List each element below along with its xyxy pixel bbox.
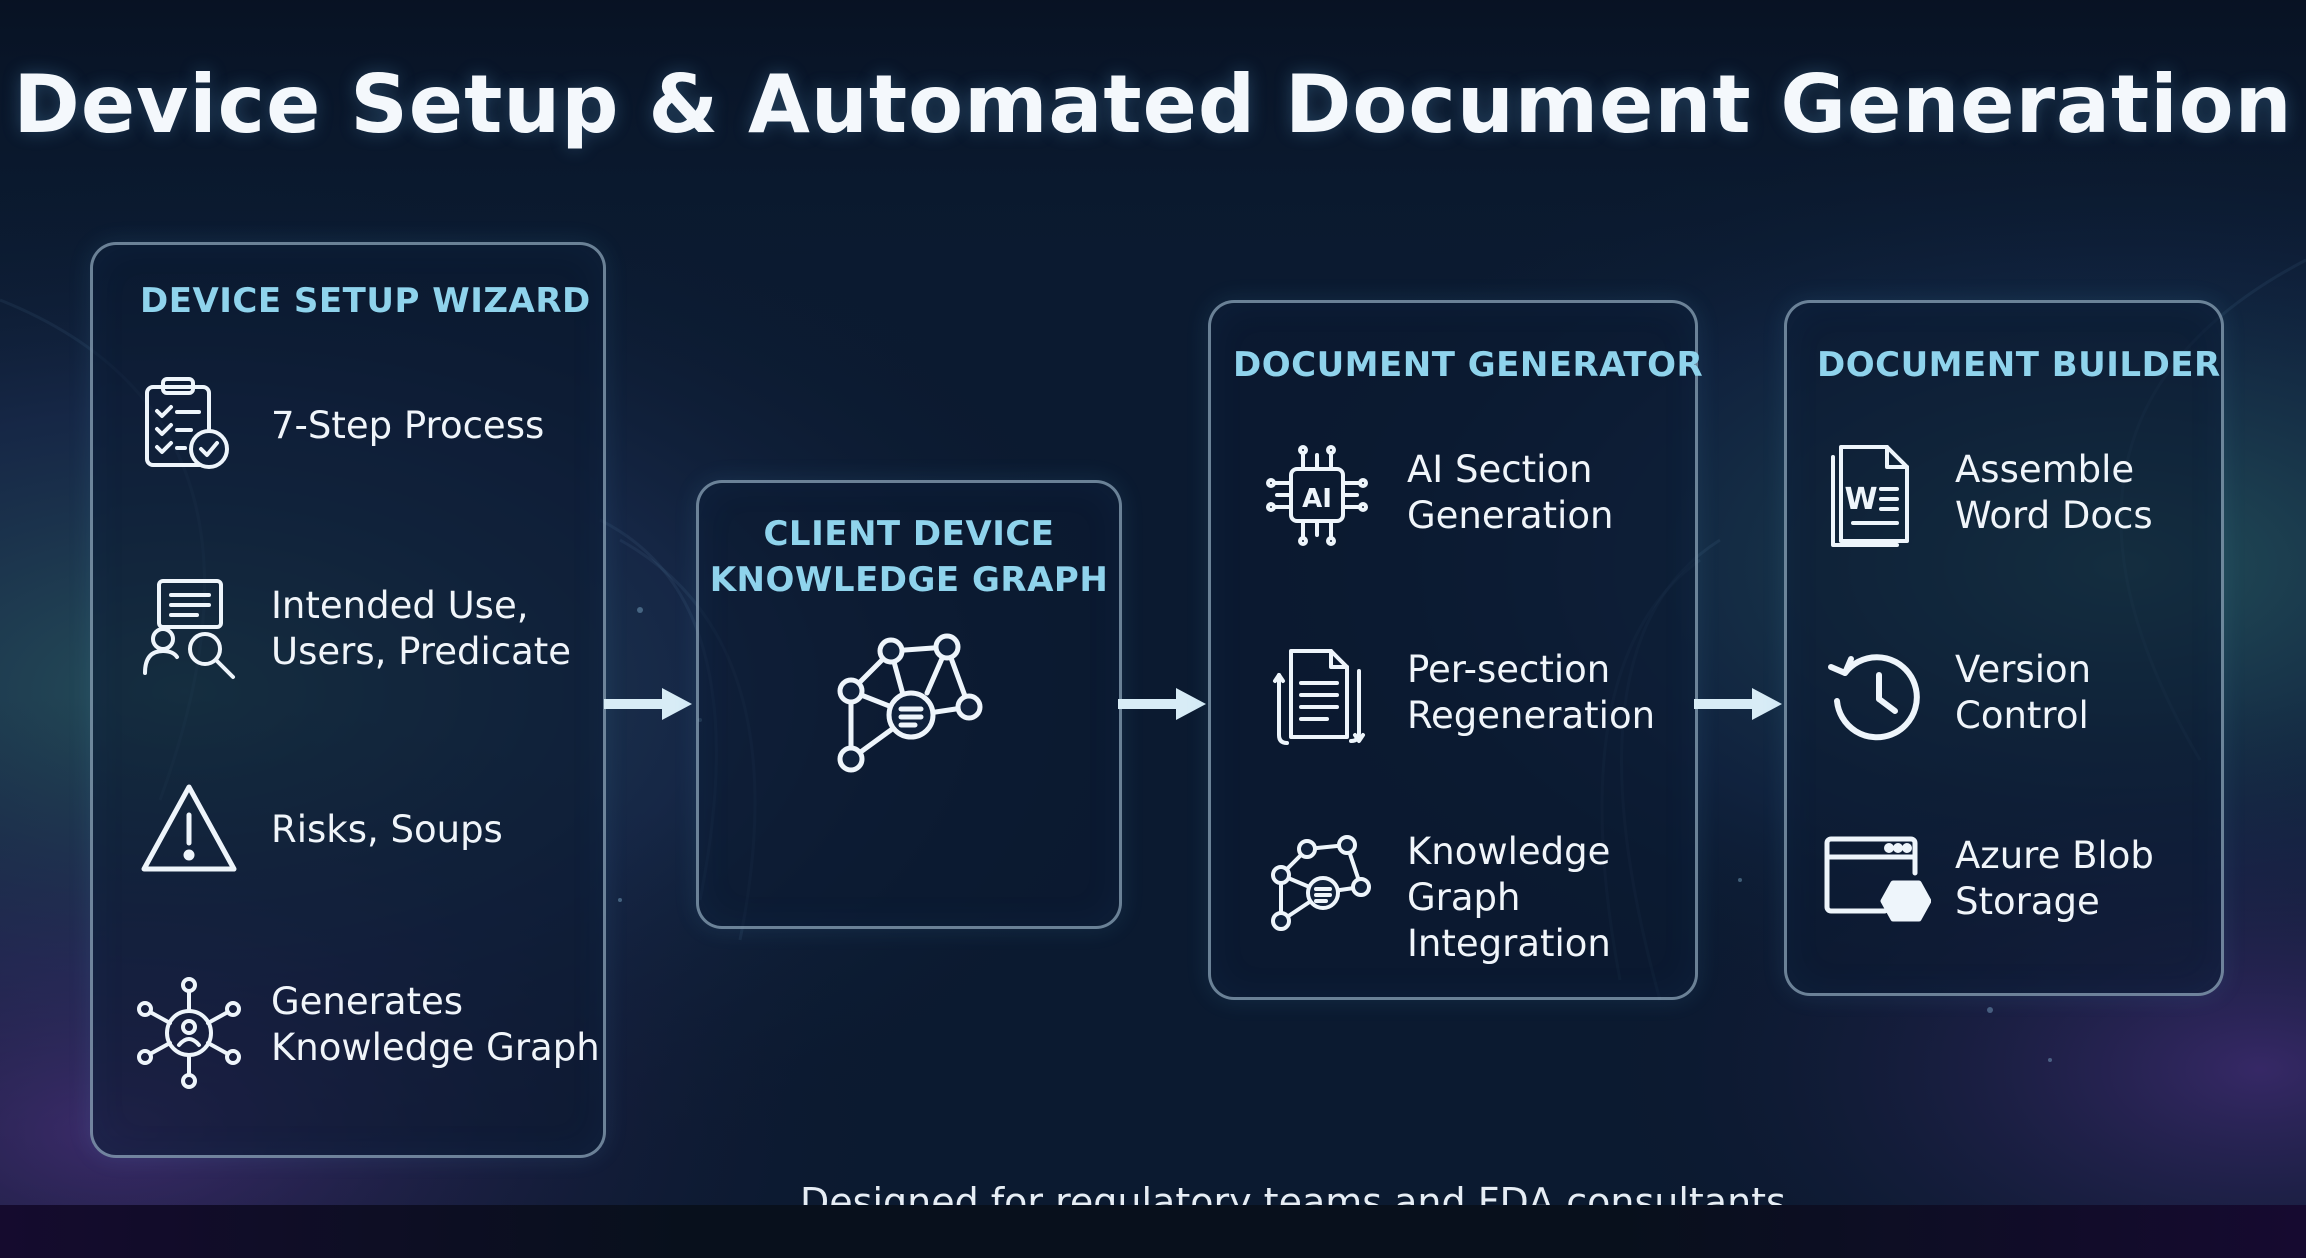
document-refresh-icon xyxy=(1273,649,1365,745)
generator-item-regeneration: Per-section Regeneration xyxy=(1211,641,1695,751)
svg-text:W: W xyxy=(1844,482,1877,517)
word-document-icon: W xyxy=(1831,445,1909,547)
page-title: Device Setup & Automated Document Genera… xyxy=(13,58,2293,151)
wizard-item-label: Risks, Soups xyxy=(271,808,503,851)
bottom-strip xyxy=(0,1205,2306,1258)
knowledge-graph-panel: CLIENT DEVICE KNOWLEDGE GRAPH xyxy=(696,480,1122,929)
flow-arrow xyxy=(1118,688,1206,720)
panel-title: CLIENT DEVICE KNOWLEDGE GRAPH xyxy=(709,514,1109,600)
generator-item-ai: AI AI Section Generation xyxy=(1211,443,1695,553)
generator-item-label: AI Section Generation xyxy=(1407,448,1614,537)
generator-item-graph-integration: Knowledge Graph Integration xyxy=(1211,829,1695,979)
warning-icon xyxy=(141,784,237,872)
wizard-item-label: Generates Knowledge Graph xyxy=(271,980,600,1069)
flow-arrow xyxy=(604,688,692,720)
ai-chip-icon: AI xyxy=(1266,445,1368,546)
wizard-item-label: Intended Use, Users, Predicate xyxy=(271,584,572,673)
graph-integration-icon xyxy=(1271,835,1371,931)
generator-item-label: Knowledge Graph Integration xyxy=(1407,830,1611,965)
wizard-item-generates-graph: Generates Knowledge Graph xyxy=(93,973,603,1093)
panel-title: DOCUMENT BUILDER xyxy=(1817,345,2221,385)
blob-storage-icon xyxy=(1824,836,1931,922)
panel-title: DEVICE SETUP WIZARD xyxy=(140,281,591,321)
builder-item-label: Azure Blob Storage xyxy=(1955,834,2154,923)
clipboard-check-icon xyxy=(145,377,229,469)
builder-item-label: Version Control xyxy=(1955,648,2092,737)
builder-item-label: Assemble Word Docs xyxy=(1955,448,2153,537)
builder-item-word-docs: W Assemble Word Docs xyxy=(1787,443,2221,553)
wizard-item-intended-use: Intended Use, Users, Predicate xyxy=(93,573,603,693)
history-clock-icon xyxy=(1828,654,1920,741)
wizard-item-steps: 7-Step Process xyxy=(93,367,603,477)
document-generator-panel: DOCUMENT GENERATOR AI AI Section Generat… xyxy=(1208,300,1703,1000)
device-setup-wizard-panel: DEVICE SETUP WIZARD 7-Step Process Inten… xyxy=(90,242,606,1158)
knowledge-graph-icon xyxy=(837,633,983,773)
generator-item-label: Per-section Regeneration xyxy=(1407,648,1656,737)
wizard-item-label: 7-Step Process xyxy=(271,404,545,447)
builder-item-blob-storage: Azure Blob Storage xyxy=(1787,829,2221,939)
flow-arrow xyxy=(1694,688,1782,720)
panel-title: DOCUMENT GENERATOR xyxy=(1233,345,1704,385)
user-search-icon xyxy=(143,579,235,679)
document-builder-panel: DOCUMENT BUILDER W Assemble Word Docs Ve… xyxy=(1784,300,2224,996)
wizard-item-risks: Risks, Soups xyxy=(93,775,603,885)
builder-item-version-control: Version Control xyxy=(1787,641,2221,751)
person-network-icon xyxy=(137,977,241,1089)
svg-text:AI: AI xyxy=(1302,484,1332,514)
